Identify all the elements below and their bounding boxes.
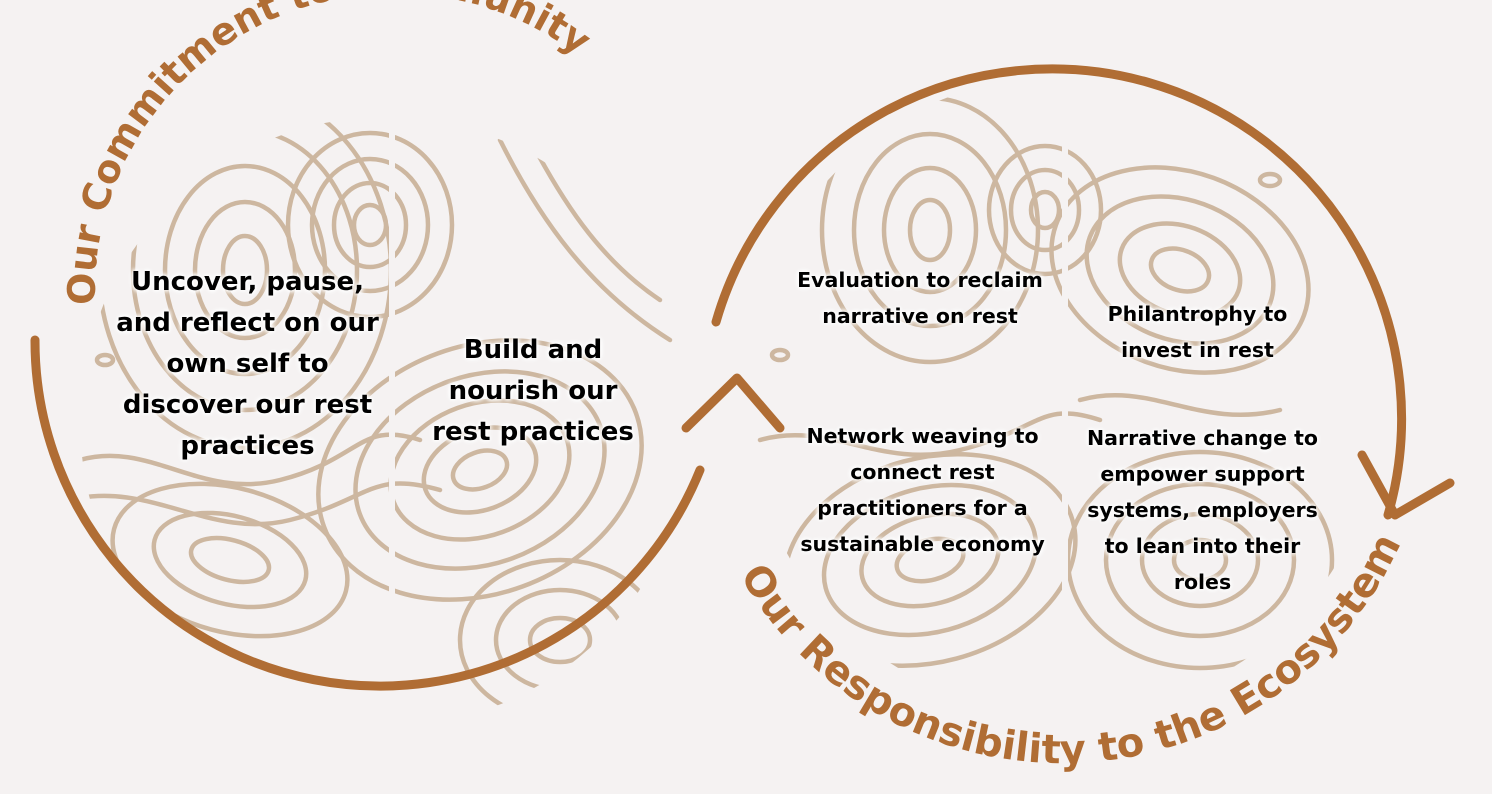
quadrant-text-narrative-change: Narrative change to empower support syst… bbox=[1086, 426, 1319, 594]
quadrant-text-uncover: Uncover, pause, and reflect on our own s… bbox=[116, 267, 379, 461]
quadrant-text-build: Build and nourish our rest practices bbox=[432, 335, 634, 447]
cycle-arrow-icon bbox=[30, 64, 1455, 691]
quadrant-text-network-weaving: Network weaving to connect rest practiti… bbox=[800, 424, 1045, 556]
left-cycle-arc bbox=[30, 335, 705, 691]
right-cycle-arc bbox=[711, 64, 1407, 520]
quadrant-text-philanthropy: Philantrophy to invest in rest bbox=[1107, 302, 1288, 362]
left-cycle-title: Our Commitment to Community bbox=[60, 0, 600, 305]
right-arrow-head bbox=[1357, 450, 1455, 520]
left-arrow-head bbox=[681, 373, 785, 433]
topographic-pattern-right bbox=[757, 95, 1335, 671]
quadrant-text-evaluation: Evaluation to reclaim narrative on rest bbox=[797, 268, 1043, 328]
topographic-pattern-left bbox=[80, 117, 673, 723]
